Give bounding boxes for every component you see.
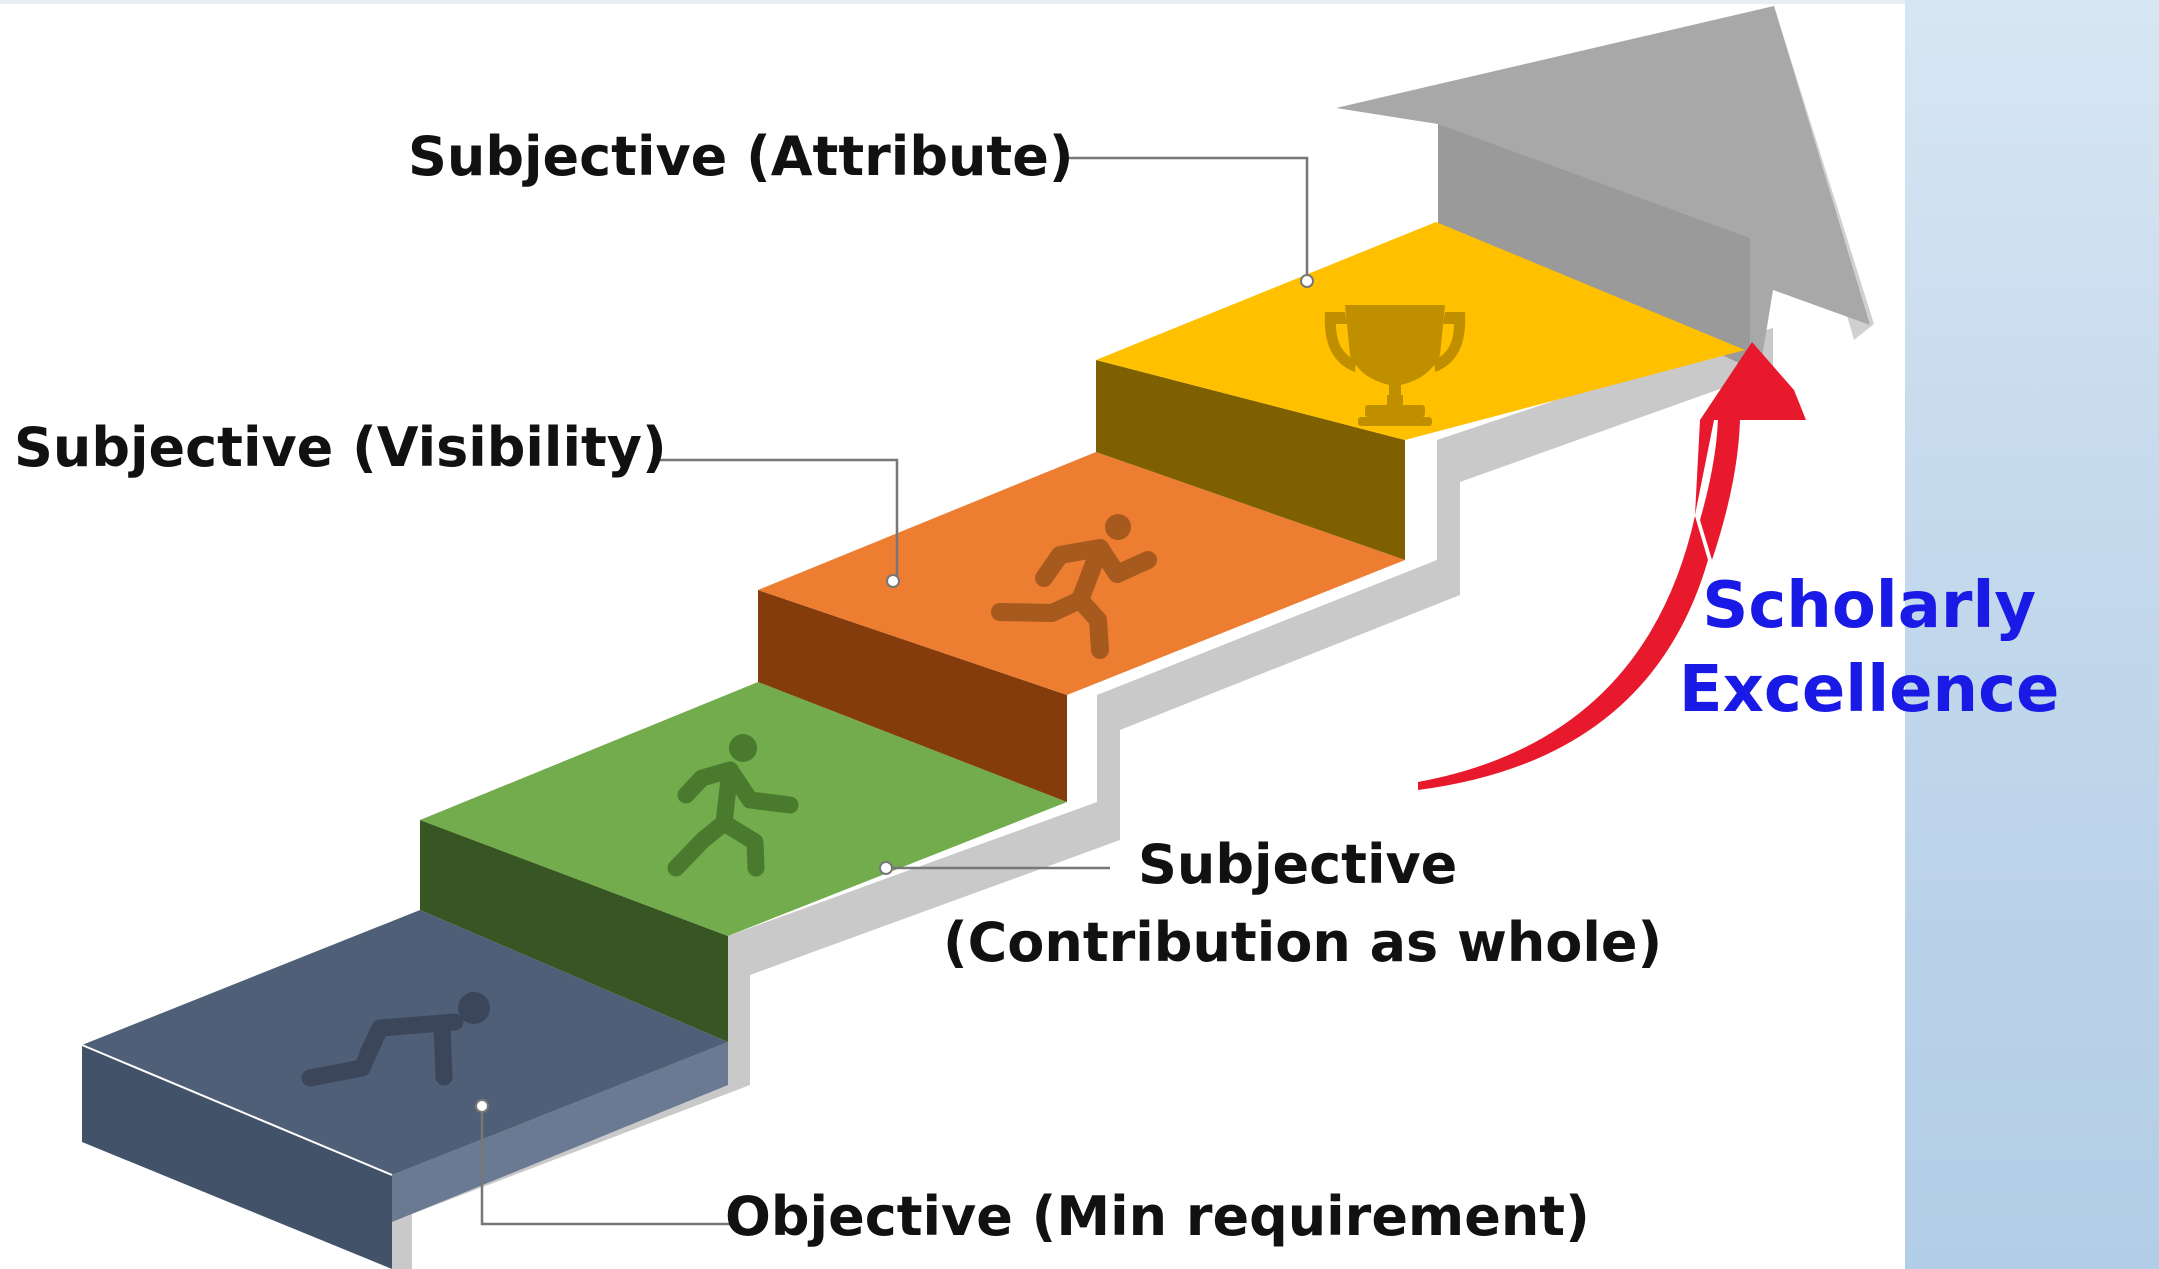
label-contribution-line2: (Contribution as whole) bbox=[943, 911, 1663, 974]
contribution-dot bbox=[879, 861, 893, 875]
step-objective-side bbox=[392, 1042, 728, 1222]
step-objective-edge bbox=[81, 1044, 393, 1176]
top-border bbox=[0, 0, 1905, 4]
goal-label-line2: Excellence bbox=[1678, 653, 2060, 727]
attribute-connector bbox=[1060, 156, 1309, 280]
objective-dot bbox=[475, 1099, 489, 1113]
crouching-person-icon bbox=[301, 992, 490, 1087]
objective-connector bbox=[480, 1107, 732, 1226]
side-panel bbox=[1905, 0, 2159, 1269]
visibility-dot bbox=[886, 574, 900, 588]
label-contribution-line1: Subjective bbox=[1138, 833, 1458, 896]
walking-person-icon bbox=[667, 734, 799, 877]
trophy-icon bbox=[1324, 305, 1466, 426]
curved-arrow-icon bbox=[1418, 342, 1806, 790]
step-objective-top bbox=[82, 910, 728, 1175]
label-visibility: Subjective (Visibility) bbox=[14, 416, 667, 479]
callout-connectors bbox=[480, 156, 1309, 1226]
step-contribution-top bbox=[420, 682, 1067, 936]
label-attribute: Subjective (Attribute) bbox=[408, 125, 1074, 188]
step-visibility-riser bbox=[758, 590, 1067, 802]
running-person-icon bbox=[991, 514, 1157, 659]
step-attribute-riser bbox=[1096, 360, 1405, 560]
goal-label-line1: Scholarly bbox=[1702, 569, 2037, 643]
visibility-connector bbox=[658, 458, 899, 580]
step-objective-front bbox=[82, 1045, 392, 1269]
attribute-dot bbox=[1300, 274, 1314, 288]
label-objective: Objective (Min requirement) bbox=[725, 1185, 1590, 1248]
callout-dots bbox=[475, 274, 1314, 1113]
step-contribution-riser bbox=[420, 820, 728, 1042]
staircase-profile bbox=[392, 328, 1773, 1269]
staircase-arrow-stem bbox=[1438, 124, 1750, 368]
